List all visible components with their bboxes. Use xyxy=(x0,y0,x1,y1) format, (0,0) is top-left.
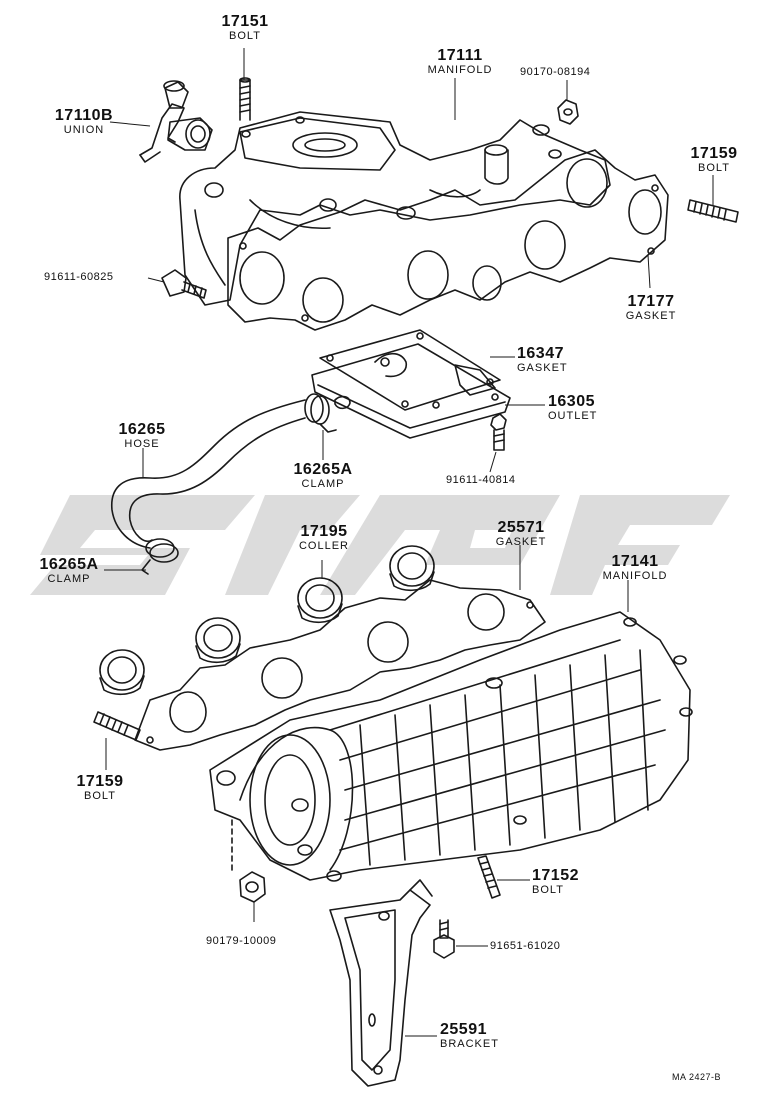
part-name: GASKET xyxy=(625,310,677,322)
label-17159-lower: 17159 BOLT xyxy=(74,774,126,802)
label-90179-10009: 90179-10009 xyxy=(206,935,277,947)
label-17110B: 17110B UNION xyxy=(52,108,116,136)
part-number: 25591 xyxy=(440,1021,487,1038)
part-number: 17141 xyxy=(611,553,659,570)
label-16265: 16265 HOSE xyxy=(110,422,174,450)
label-25571: 25571 GASKET xyxy=(488,520,554,548)
bolt-91611-40814 xyxy=(490,413,507,451)
part-number: 17152 xyxy=(532,867,579,884)
part-name: BOLT xyxy=(698,162,730,174)
label-16305: 16305 OUTLET xyxy=(548,394,597,422)
label-17151: 17151 BOLT xyxy=(213,14,277,42)
label-16265A-upper: 16265A CLAMP xyxy=(286,462,360,490)
stud-bolt-17159-upper xyxy=(687,199,739,223)
part-name: CLAMP xyxy=(301,478,345,490)
part-number: 16265A xyxy=(293,461,353,478)
coller-17195-2 xyxy=(195,617,241,664)
label-17159-upper: 17159 BOLT xyxy=(688,146,740,174)
diagram-code: MA 2427-B xyxy=(672,1072,722,1082)
part-number: 16305 xyxy=(548,393,595,410)
part-number: 17110B xyxy=(54,107,114,124)
label-25591: 25591 BRACKET xyxy=(440,1022,499,1050)
part-number: 16265 xyxy=(118,421,166,438)
watermark-logo xyxy=(30,495,730,595)
bracket-25591 xyxy=(329,879,433,1087)
bolt-91651-61020 xyxy=(433,919,455,959)
label-17177: 17177 GASKET xyxy=(614,294,688,322)
label-90170-08194: 90170-08194 xyxy=(520,66,591,78)
part-number: 17195 xyxy=(300,523,348,540)
coller-17195-4 xyxy=(389,545,435,592)
part-number: 17159 xyxy=(76,773,124,790)
coller-17195-1 xyxy=(99,649,145,696)
part-name: COLLER xyxy=(298,540,350,552)
stud-bolt-17159-lower xyxy=(93,711,141,741)
label-16347: 16347 GASKET xyxy=(517,346,568,374)
nut-90170-08194 xyxy=(557,99,579,125)
part-name: HOSE xyxy=(124,438,160,450)
part-number: 17159 xyxy=(690,145,738,162)
leader-lines xyxy=(104,48,714,1037)
part-number: 25571 xyxy=(497,519,545,536)
union-17110B xyxy=(139,80,213,163)
label-17195: 17195 COLLER xyxy=(292,524,356,552)
gasket-16347 xyxy=(319,329,501,411)
part-name: GASKET xyxy=(495,536,547,548)
part-number: 17151 xyxy=(221,13,269,30)
label-17152: 17152 BOLT xyxy=(532,868,579,896)
part-name: GASKET xyxy=(517,362,568,374)
part-name: BOLT xyxy=(84,790,116,802)
intake-gasket-25571 xyxy=(134,579,546,751)
upper-manifold-17111 xyxy=(179,111,611,306)
hose-16265 xyxy=(110,399,306,549)
part-name: BOLT xyxy=(532,884,564,896)
label-91651-61020: 91651-61020 xyxy=(490,940,561,952)
part-number: 17177 xyxy=(627,293,675,310)
label-17141: 17141 MANIFOLD xyxy=(592,554,678,582)
part-number: 17111 xyxy=(437,47,483,64)
part-name: BOLT xyxy=(229,30,261,42)
part-number: 16265A xyxy=(39,556,99,573)
label-17111: 17111 MANIFOLD xyxy=(415,48,505,76)
exhaust-gasket-17177 xyxy=(227,149,669,331)
part-name: CLAMP xyxy=(47,573,91,585)
part-name: UNION xyxy=(63,124,105,136)
stud-bolt-17152 xyxy=(477,855,501,899)
coller-17195-3 xyxy=(297,577,343,624)
clamp-16265A-upper xyxy=(304,393,337,433)
bolt-91611-60825 xyxy=(161,269,207,299)
stud-bolt-17151 xyxy=(239,77,251,121)
label-91611-40814: 91611-40814 xyxy=(446,474,516,486)
label-91611-60825: 91611-60825 xyxy=(44,271,114,283)
nut-90179-10009 xyxy=(239,871,266,903)
outlet-16305 xyxy=(311,343,511,439)
part-name: MANIFOLD xyxy=(427,64,493,76)
part-name: BRACKET xyxy=(440,1038,499,1050)
intake-manifold-17141 xyxy=(209,611,693,882)
part-number: 16347 xyxy=(517,345,564,362)
part-name: MANIFOLD xyxy=(602,570,668,582)
part-name: OUTLET xyxy=(548,410,598,422)
label-16265A-lower: 16265A CLAMP xyxy=(32,557,106,585)
